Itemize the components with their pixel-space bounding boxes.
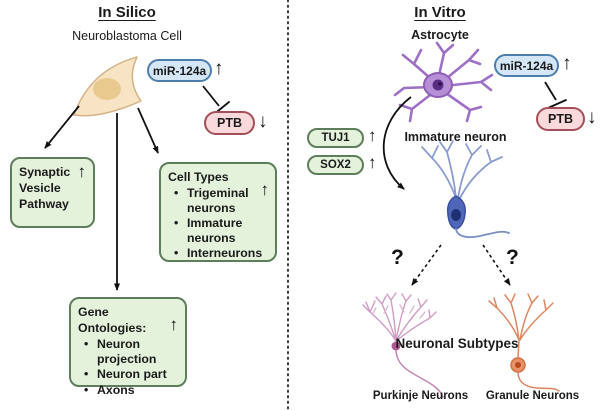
bullet-icon: • — [84, 382, 89, 397]
in-vitro-title: In Vitro — [414, 4, 466, 21]
up-arrow-icon: ↑ — [368, 126, 377, 145]
in-silico-title: In Silico — [98, 4, 156, 21]
synaptic-vesicle-pathway-box: Synaptic Vesicle Pathway ↑ — [10, 157, 95, 228]
list-item: • Immature neurons — [174, 216, 268, 245]
gene-ontology-item: Neuron part — [97, 367, 167, 382]
dashed-arrow-to-purkinje — [411, 244, 442, 286]
question-mark-right: ? — [506, 246, 519, 269]
cell-types-list: • Trigeminal neurons • Immature neurons … — [168, 186, 268, 261]
tuj1-pill: TUJ1 — [307, 128, 364, 148]
ptb-pill-left: PTB — [204, 111, 255, 135]
astrocyte-label: Astrocyte — [411, 28, 469, 42]
synaptic-box-line2: Vesicle — [19, 181, 61, 196]
granule-neurons-label: Granule Neurons — [485, 390, 580, 402]
down-arrow-icon: ↓ — [587, 107, 597, 128]
arrow-to-synaptic-box — [44, 105, 80, 149]
up-arrow-icon: ↑ — [562, 53, 572, 74]
synaptic-box-line3: Pathway — [19, 197, 69, 212]
sox2-pill: SOX2 — [307, 155, 364, 175]
arrow-astrocyte-to-neuron — [382, 96, 412, 190]
cell-type-item: Immature neurons — [187, 216, 243, 245]
list-item: • Trigeminal neurons — [174, 186, 268, 215]
ptb-pill-right: PTB — [536, 107, 585, 131]
up-arrow-icon: ↑ — [77, 162, 87, 181]
immature-neuron-label: Immature neuron — [404, 130, 507, 144]
list-item: • Axons — [84, 383, 178, 398]
purkinje-neuron-illustration — [362, 292, 444, 398]
bullet-icon: • — [174, 186, 179, 201]
gene-ontologies-box: Gene Ontologies: • Neuron projection • N… — [69, 297, 187, 397]
gene-ontology-item: Axons — [97, 382, 135, 397]
immature-neuron-illustration — [421, 140, 510, 239]
list-item: • Neuron part — [84, 367, 178, 382]
bullet-icon: • — [174, 216, 179, 231]
cell-type-item: Interneurons — [187, 246, 263, 261]
neuronal-subtypes-label: Neuronal Subtypes — [395, 336, 519, 351]
arrow-to-cell-types-box — [137, 107, 159, 154]
cell-type-item: Trigeminal neurons — [187, 186, 249, 215]
down-arrow-icon: ↓ — [258, 111, 268, 132]
inhibition-line-right — [544, 81, 567, 109]
purkinje-neurons-label: Purkinje Neurons — [372, 390, 469, 402]
cell-types-header: Cell Types — [168, 170, 229, 184]
up-arrow-icon: ↑ — [368, 153, 377, 172]
mir-124a-pill-left: miR-124a — [147, 59, 212, 82]
dashed-arrow-to-granule — [482, 244, 511, 286]
bullet-icon: • — [84, 337, 89, 352]
neuroblastoma-cell-label: Neuroblastoma Cell — [72, 29, 182, 43]
cell-types-box: Cell Types • Trigeminal neurons • Immatu… — [159, 162, 277, 262]
mir-124a-pill-right: miR-124a — [494, 54, 559, 77]
granule-neuron-illustration — [488, 293, 560, 392]
list-item: • Interneurons — [174, 246, 268, 261]
list-item: • Neuron projection — [84, 337, 178, 366]
gene-ontologies-list: • Neuron projection • Neuron part • Axon… — [78, 337, 178, 397]
gene-ontology-item: Neuron projection — [97, 337, 157, 366]
gene-ontologies-header: Gene Ontologies: — [78, 305, 147, 336]
synaptic-box-line1: Synaptic — [19, 165, 71, 179]
up-arrow-icon: ↑ — [260, 180, 270, 199]
bullet-icon: • — [84, 367, 89, 382]
astrocyte-illustration — [393, 41, 494, 123]
bullet-icon: • — [174, 246, 179, 261]
question-mark-left: ? — [391, 246, 404, 269]
up-arrow-icon: ↑ — [214, 58, 224, 79]
up-arrow-icon: ↑ — [169, 315, 179, 334]
neuroblastoma-cell-illustration — [73, 56, 142, 117]
